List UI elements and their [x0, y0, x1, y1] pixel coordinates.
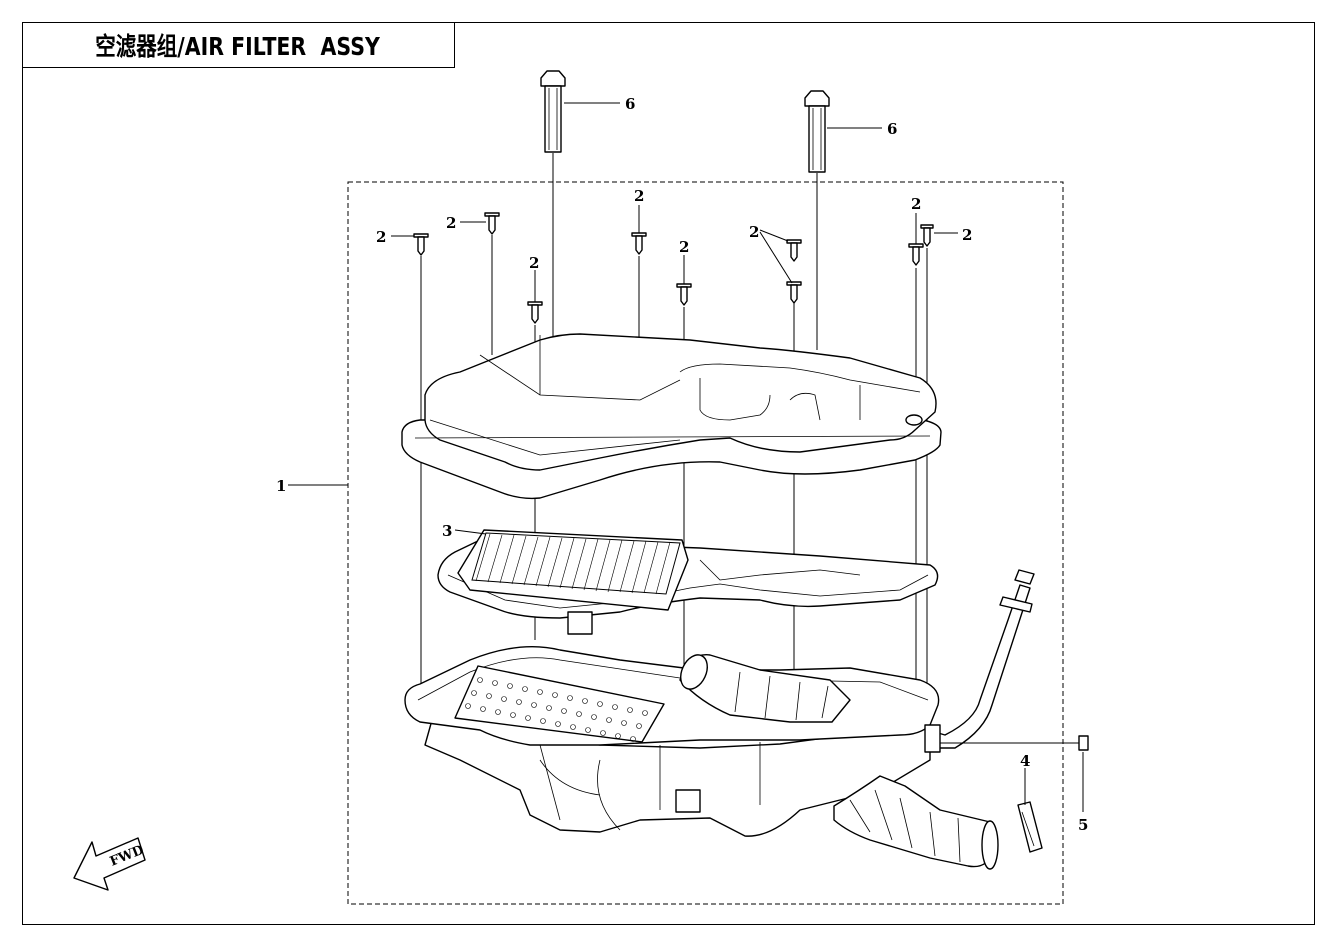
- callout-2-f: 2: [749, 223, 759, 241]
- callout-2-b: 2: [446, 214, 456, 232]
- screws: [413, 212, 934, 324]
- callout-5: 5: [1078, 816, 1088, 834]
- callout-6-a: 6: [625, 95, 635, 113]
- fwd-arrow-icon: FWD: [73, 837, 146, 891]
- callout-6-b: 6: [887, 120, 897, 138]
- inner-duct: [679, 654, 851, 723]
- callout-3: 3: [442, 522, 452, 540]
- case-screen: [454, 665, 665, 743]
- drawing-frame: [22, 22, 1315, 925]
- screw-7: [786, 281, 802, 304]
- callout-2-d: 2: [634, 187, 644, 205]
- air-filter-cover: [401, 333, 942, 500]
- screw-3: [527, 301, 543, 324]
- bolt-left: [540, 70, 566, 153]
- callout-2-h: 2: [962, 226, 972, 244]
- screw-4: [631, 232, 647, 255]
- screw-8: [908, 243, 924, 266]
- screw-6: [786, 239, 802, 262]
- screw-1: [413, 233, 429, 256]
- intake-elbow: [833, 775, 999, 870]
- small-clip: [1078, 735, 1089, 751]
- screw-9: [920, 224, 934, 247]
- callout-4: 4: [1020, 752, 1030, 770]
- callout-2-c: 2: [529, 254, 539, 272]
- screw-5: [676, 283, 692, 306]
- bolt-right: [804, 90, 830, 173]
- callout-2-a: 2: [376, 228, 386, 246]
- hose-clamp: [1017, 801, 1043, 853]
- callout-2-g: 2: [911, 195, 921, 213]
- screw-2: [484, 212, 500, 235]
- filter-element: [457, 529, 689, 611]
- callout-1: 1: [276, 477, 286, 495]
- title-block: 空滤器组/AIR FILTER ASSY: [22, 22, 455, 68]
- callout-2-e: 2: [679, 238, 689, 256]
- assembly-boundary: [347, 181, 1064, 905]
- breather-hose: [924, 569, 1035, 753]
- drawing-title: 空滤器组/AIR FILTER ASSY: [95, 31, 381, 61]
